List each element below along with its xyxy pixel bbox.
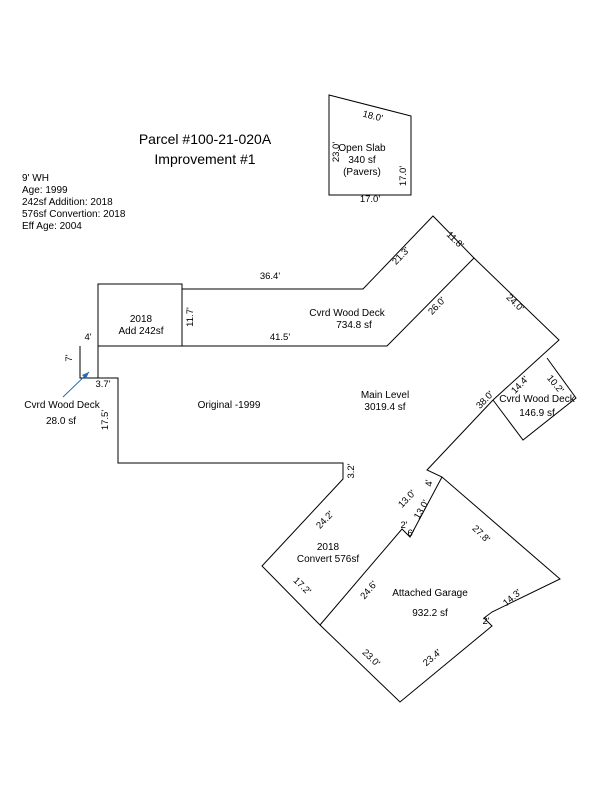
open-slab-note: (Pavers): [343, 167, 381, 178]
arrow-head-icon: [82, 372, 89, 379]
convert-year: 2018: [317, 542, 340, 553]
dim-label: 10.2': [544, 373, 566, 396]
main-outline: [97, 257, 561, 703]
dim-label: 21.3': [390, 245, 412, 267]
garage-area: 932.2 sf: [412, 608, 448, 619]
main-level-area: 3019.4 sf: [364, 402, 405, 413]
dim-label: 26.0': [426, 295, 448, 317]
open-slab-area: 340 sf: [348, 155, 375, 166]
info-line: Age: 1999: [22, 185, 68, 196]
dim-label: 23.0': [331, 142, 342, 162]
open-slab-outline: [328, 94, 412, 196]
info-line: 9' WH: [22, 173, 49, 184]
cvrd-deck-small-label: Cvrd Wood Deck: [24, 400, 100, 411]
dim-label: 6': [407, 528, 414, 539]
dim-label: 41.5': [270, 332, 290, 343]
dim-label: 2': [400, 520, 407, 531]
dim-label: 2': [482, 616, 489, 627]
dim-label: 17.0': [360, 194, 380, 205]
cvrd-deck-top-outline: [181, 215, 475, 347]
addition-year: 2018: [130, 314, 153, 325]
original-label: Original -1999: [198, 400, 261, 411]
dim-label: 7': [64, 354, 75, 361]
info-line: 242sf Addition: 2018: [22, 197, 113, 208]
dim-label: 23.4': [421, 647, 444, 669]
dim-label: 24.0': [504, 292, 526, 314]
info-line: 576sf Convertion: 2018: [22, 209, 126, 220]
dim-label: 4': [84, 332, 91, 343]
dim-label: 13.0': [396, 488, 418, 510]
improvement-title: Improvement #1: [154, 151, 256, 167]
cvrd-deck-top-label: Cvrd Wood Deck: [309, 308, 385, 319]
cvrd-deck-small-area: 28.0 sf: [46, 416, 76, 427]
garage-divider: [319, 476, 443, 626]
dim-label: 17.0': [398, 166, 409, 186]
dim-label: 24.6': [358, 579, 380, 602]
dim-label: 36.4': [260, 271, 280, 282]
info-line: Eff Age: 2004: [22, 221, 82, 232]
dim-label: 11.7': [185, 307, 196, 327]
cvrd-deck-right-label: Cvrd Wood Deck: [499, 394, 575, 405]
dim-label: 14.3': [501, 587, 524, 609]
cvrd-deck-right-outline: [492, 357, 577, 441]
cvrd-deck-top-area: 734.8 sf: [336, 320, 372, 331]
open-slab-label: Open Slab: [338, 143, 386, 154]
dim-label: 18.0': [361, 109, 384, 125]
cvrd-deck-small-outline: [79, 346, 98, 379]
dim-label: 27.8': [470, 523, 492, 545]
dim-label: 17.5': [100, 410, 111, 430]
dim-label: 17.2': [291, 575, 313, 597]
dim-label: 3.2': [346, 463, 357, 478]
parcel-title: Parcel #100-21-020A: [138, 131, 272, 147]
addition-area: Add 242sf: [118, 326, 163, 337]
convert-area: Convert 576sf: [297, 554, 359, 565]
dim-label: 4': [424, 479, 435, 486]
dim-label: 11.8': [444, 229, 466, 251]
dim-label: 24.2': [314, 509, 336, 531]
dim-label: 3.7': [95, 379, 110, 390]
main-level-label: Main Level: [361, 390, 409, 401]
cvrd-deck-right-area: 146.9 sf: [519, 408, 555, 419]
garage-label: Attached Garage: [392, 588, 468, 599]
